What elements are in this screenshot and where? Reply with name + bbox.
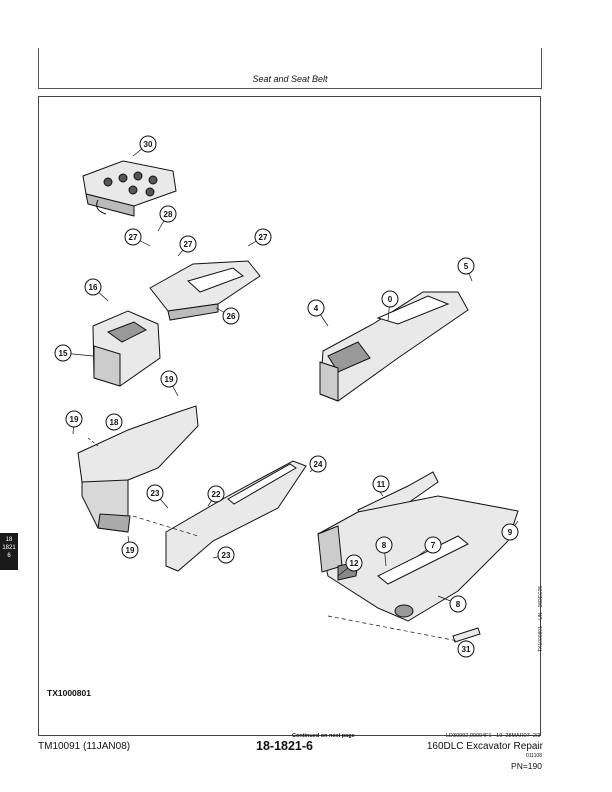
svg-text:19: 19: [126, 546, 135, 555]
right-console-part: [319, 291, 469, 402]
callout-19b: 19: [65, 410, 83, 428]
header-right-rule: [541, 48, 542, 88]
header-rule: [38, 88, 542, 89]
callout-23a: 23: [146, 484, 164, 502]
svg-text:22: 22: [212, 490, 221, 499]
callout-8a: 8: [449, 595, 467, 613]
rotated-figure-caption: TX1000801 —UN—15DEC05: [538, 585, 544, 652]
callout-5: 5: [457, 257, 475, 275]
section-side-tab: 18 1821 6: [0, 533, 18, 570]
svg-text:19: 19: [70, 415, 79, 424]
continued-note: Continued on next page: [292, 733, 355, 739]
callout-19a: 19: [160, 370, 178, 388]
svg-text:0: 0: [388, 295, 393, 304]
svg-text:27: 27: [184, 240, 193, 249]
side-tab-line2: 1821: [2, 545, 16, 551]
svg-text:12: 12: [350, 559, 359, 568]
svg-text:8: 8: [456, 600, 461, 609]
svg-text:8: 8: [382, 541, 387, 550]
small-number: 011108: [526, 753, 542, 759]
document-code: LD30992,00004F1 –19–28MAR07–2/3: [446, 733, 541, 739]
callout-26: 26: [222, 307, 240, 325]
figure-id: TX1000801: [47, 688, 91, 698]
callout-15: 15: [54, 344, 72, 362]
page-section-number: 18-1821-6: [256, 739, 313, 753]
callout-23b: 23: [217, 546, 235, 564]
svg-text:11: 11: [377, 480, 386, 489]
side-tab-line3: 6: [7, 553, 11, 559]
svg-text:27: 27: [259, 233, 268, 242]
svg-text:4: 4: [314, 304, 319, 313]
callout-12: 12: [345, 554, 363, 572]
callout-9: 9: [501, 523, 519, 541]
svg-text:31: 31: [462, 645, 471, 654]
callout-16: 16: [84, 278, 102, 296]
page-number: PN=190: [511, 761, 542, 771]
switch-panel-part: [82, 160, 177, 217]
svg-text:18: 18: [110, 418, 119, 427]
svg-text:5: 5: [464, 262, 469, 271]
svg-text:16: 16: [89, 283, 98, 292]
svg-text:9: 9: [508, 528, 513, 537]
callout-27c: 27: [254, 228, 272, 246]
left-lower-cover-part: [165, 460, 307, 572]
callout-22: 22: [207, 485, 225, 503]
section-title: Seat and Seat Belt: [252, 74, 328, 84]
callout-24: 24: [309, 455, 327, 473]
manual-id: TM10091 (11JAN08): [38, 741, 131, 752]
svg-text:24: 24: [314, 460, 323, 469]
svg-text:28: 28: [164, 210, 173, 219]
callout-27a: 27: [124, 228, 142, 246]
callout-11: 11: [372, 475, 390, 493]
callout-19c: 19: [121, 541, 139, 559]
callout-18: 18: [105, 413, 123, 431]
manual-title: 160DLC Excavator Repair: [426, 741, 543, 752]
svg-text:23: 23: [151, 489, 160, 498]
callout-4: 4: [307, 299, 325, 317]
callout-31: 31: [457, 640, 475, 658]
svg-text:27: 27: [129, 233, 138, 242]
side-tab-line1: 18: [5, 537, 13, 543]
callout-27b: 27: [179, 235, 197, 253]
svg-text:30: 30: [144, 140, 153, 149]
callout-8b: 8: [375, 536, 393, 554]
svg-text:19: 19: [165, 375, 174, 384]
right-side-cover-part: [317, 495, 519, 622]
callout-30: 30: [139, 135, 157, 153]
cover-plate-part: [452, 627, 481, 643]
left-side-cover-part: [77, 405, 199, 533]
exploded-parts-diagram: 30 28 27 27 27 16 15 26 5 4 0 19 19 18 2…: [54, 135, 519, 658]
svg-text:7: 7: [431, 541, 436, 550]
svg-text:15: 15: [59, 349, 68, 358]
callout-28: 28: [159, 205, 177, 223]
callout-0: 0: [381, 290, 399, 308]
svg-text:26: 26: [227, 312, 236, 321]
console-cover-part: [149, 260, 261, 321]
header-left-rule: [38, 48, 39, 88]
left-console-part: [92, 310, 161, 387]
svg-text:23: 23: [222, 551, 231, 560]
figure-frame: [38, 96, 541, 736]
callout-7: 7: [424, 536, 442, 554]
